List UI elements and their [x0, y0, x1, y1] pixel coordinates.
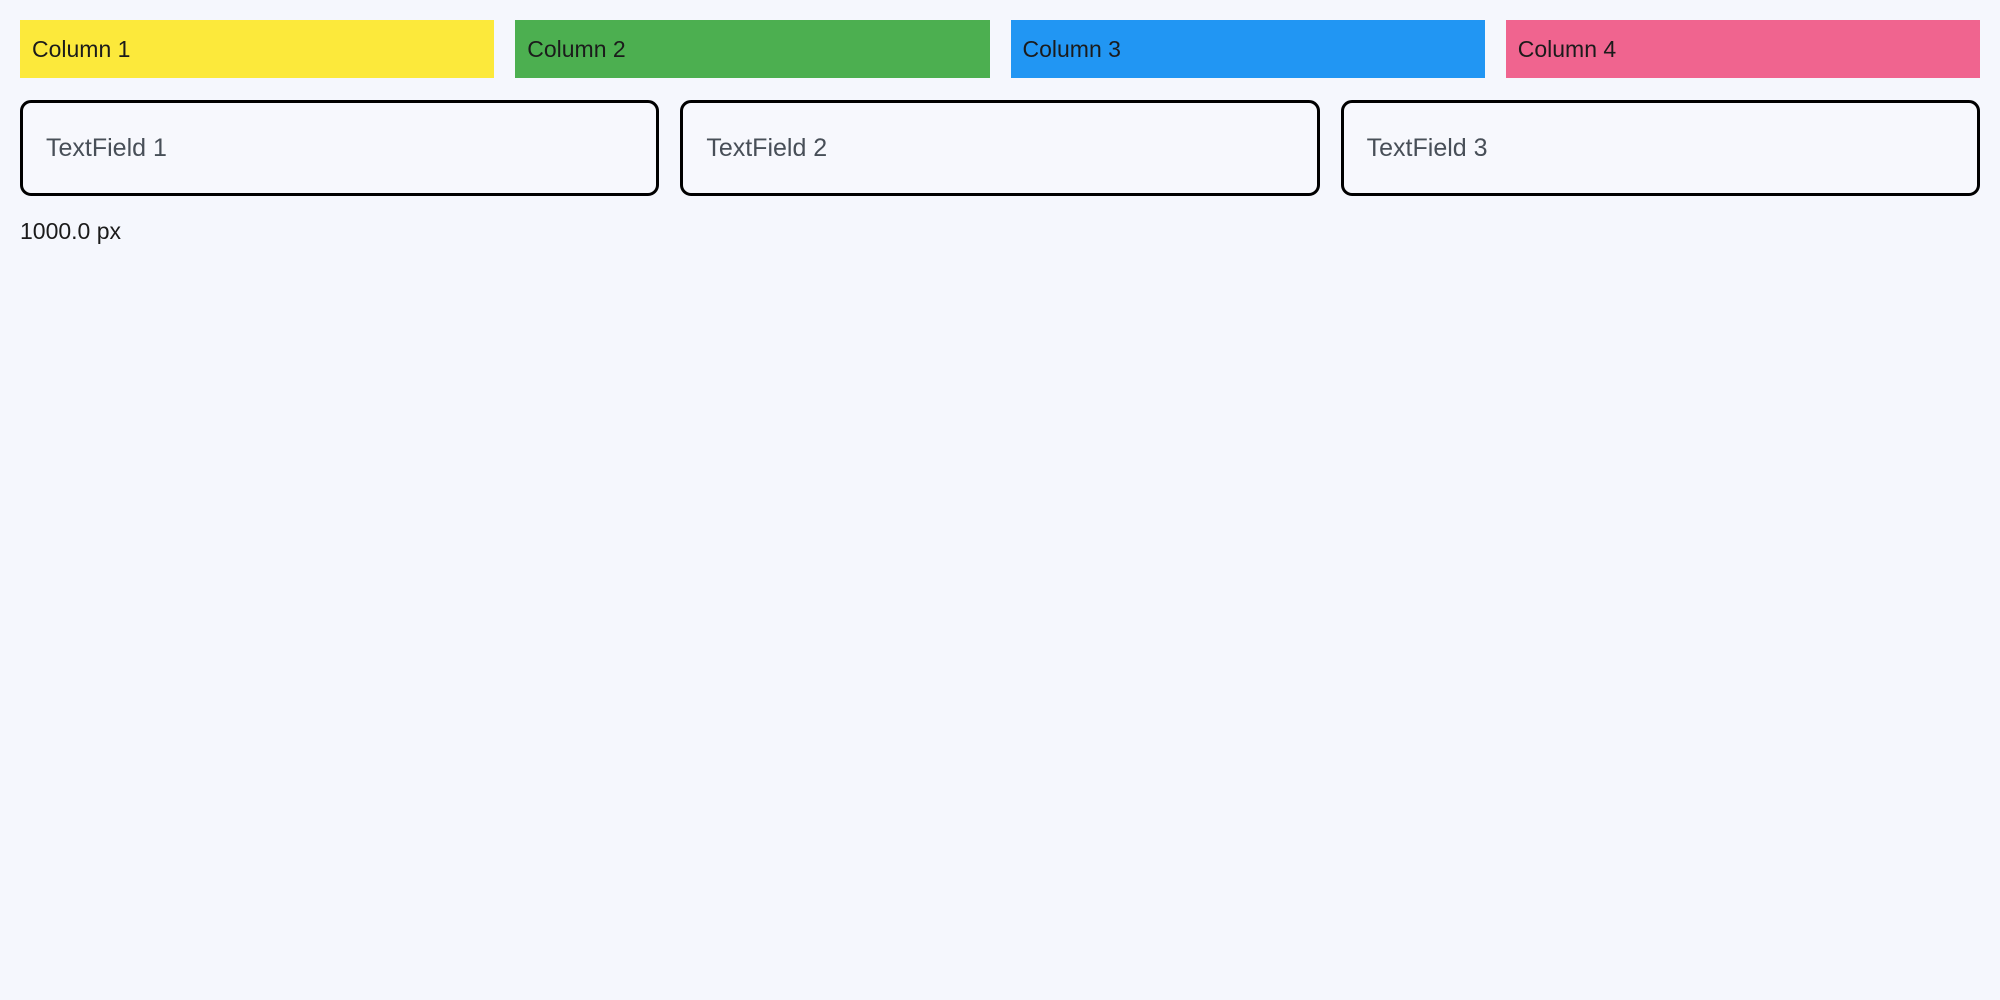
width-readout: 1000.0 px	[20, 218, 122, 244]
column-block-2[interactable]: Column 2	[515, 20, 990, 78]
textfield-2[interactable]: TextField 2	[680, 100, 1320, 196]
textfields-row: TextField 1 TextField 2 TextField 3	[20, 100, 1980, 196]
column-label: Column 1	[32, 37, 131, 61]
column-block-3[interactable]: Column 3	[1010, 20, 1485, 78]
textfield-2-placeholder: TextField 2	[706, 135, 828, 161]
column-label: Column 4	[1517, 37, 1617, 61]
empty-canvas-area	[0, 270, 2000, 1000]
textfield-3-placeholder: TextField 3	[1366, 135, 1488, 161]
status-row: 1000.0 px	[20, 220, 1980, 244]
column-block-1[interactable]: Column 1	[20, 20, 495, 78]
textfield-1-placeholder: TextField 1	[46, 135, 167, 161]
columns-row: Column 1 Column 2 Column 3 Column 4	[20, 20, 1980, 78]
column-label: Column 3	[1022, 37, 1121, 61]
column-label: Column 2	[527, 37, 626, 61]
column-block-4[interactable]: Column 4	[1505, 20, 1980, 78]
textfield-3[interactable]: TextField 3	[1340, 100, 1980, 196]
textfield-1[interactable]: TextField 1	[20, 100, 660, 196]
